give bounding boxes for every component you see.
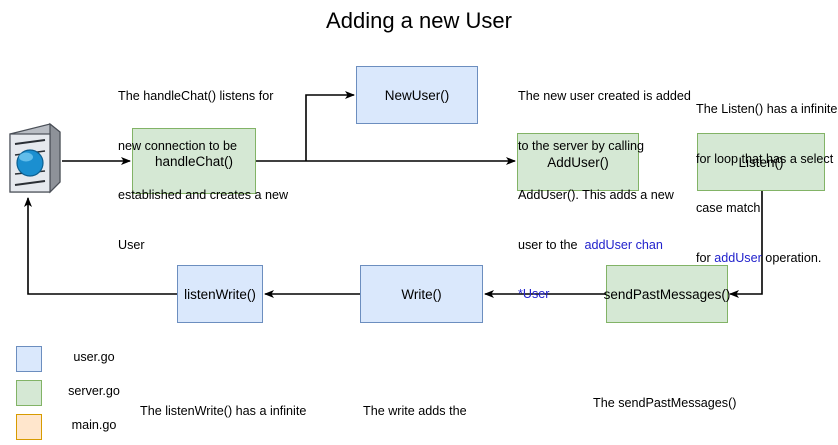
code-ref-adduser-chan: addUser chan <box>584 237 663 252</box>
node-label: sendPastMessages() <box>603 286 731 302</box>
node-label: NewUser() <box>384 87 450 103</box>
legend-label-user-go: user.go <box>73 350 115 364</box>
node-listenwrite[interactable]: listenWrite() <box>177 265 263 323</box>
legend-swatch-server-go <box>16 380 42 406</box>
note-line: established and creates a new <box>118 188 289 202</box>
note-line: The new user created is added <box>518 89 691 103</box>
note-line: *User <box>518 286 698 303</box>
note-write: The write adds the outgoing message to t… <box>363 370 563 445</box>
note-handlechat: The handleChat() listens for new connect… <box>118 55 318 286</box>
note-line: User <box>118 237 145 252</box>
node-sendpastmessages[interactable]: sendPastMessages() <box>603 265 731 323</box>
note-line: for loop that has a select <box>696 151 834 166</box>
code-ref-user-pointer: *User <box>518 287 550 301</box>
node-handlechat[interactable]: handleChat() <box>132 128 256 194</box>
note-line: for addUser operation. <box>696 250 838 267</box>
note-line: new connection to be <box>118 138 238 153</box>
note-text: operation. <box>761 250 822 265</box>
note-line: The Listen() has a infinite <box>696 102 838 116</box>
note-line: to the server by calling <box>518 138 644 153</box>
node-newuser[interactable]: NewUser() <box>356 66 478 124</box>
node-write[interactable]: Write() <box>360 265 483 323</box>
node-label: listenWrite() <box>184 286 256 302</box>
note-sendpastmessages: The sendPastMessages() sends the message… <box>593 362 788 445</box>
note-line: The sendPastMessages() <box>593 396 737 410</box>
server-client-icon <box>6 122 62 196</box>
legend-label-server-go: server.go <box>68 384 120 398</box>
page-title: Adding a new User <box>326 8 512 33</box>
note-line: case match <box>696 201 761 215</box>
note-line: user to the addUser chan <box>518 237 698 254</box>
note-text: user to the <box>518 237 585 252</box>
note-line: The write adds the <box>363 404 467 418</box>
note-line: AddUser(). This adds a new <box>518 188 674 202</box>
note-line: The handleChat() listens for <box>118 89 274 103</box>
node-label: Listen() <box>738 154 784 170</box>
node-listen[interactable]: Listen() <box>697 133 825 191</box>
note-line: The listenWrite() has a infinite <box>140 404 307 418</box>
legend-swatch-user-go <box>16 346 42 372</box>
node-label: AddUser() <box>547 154 609 170</box>
node-adduser[interactable]: AddUser() <box>517 133 639 191</box>
node-label: Write() <box>401 286 442 302</box>
note-adduser: The new user created is added to the ser… <box>518 55 698 336</box>
legend-swatch-main-go <box>16 414 42 440</box>
node-label: handleChat() <box>154 153 234 169</box>
note-listen: The Listen() has a infinite for loop tha… <box>696 68 838 299</box>
note-listenwrite: The listenWrite() has a infinite for loo… <box>140 370 355 445</box>
code-ref-adduser: addUser <box>714 250 762 265</box>
legend-label-main-go: main.go <box>71 418 117 432</box>
note-text: for <box>696 250 715 265</box>
